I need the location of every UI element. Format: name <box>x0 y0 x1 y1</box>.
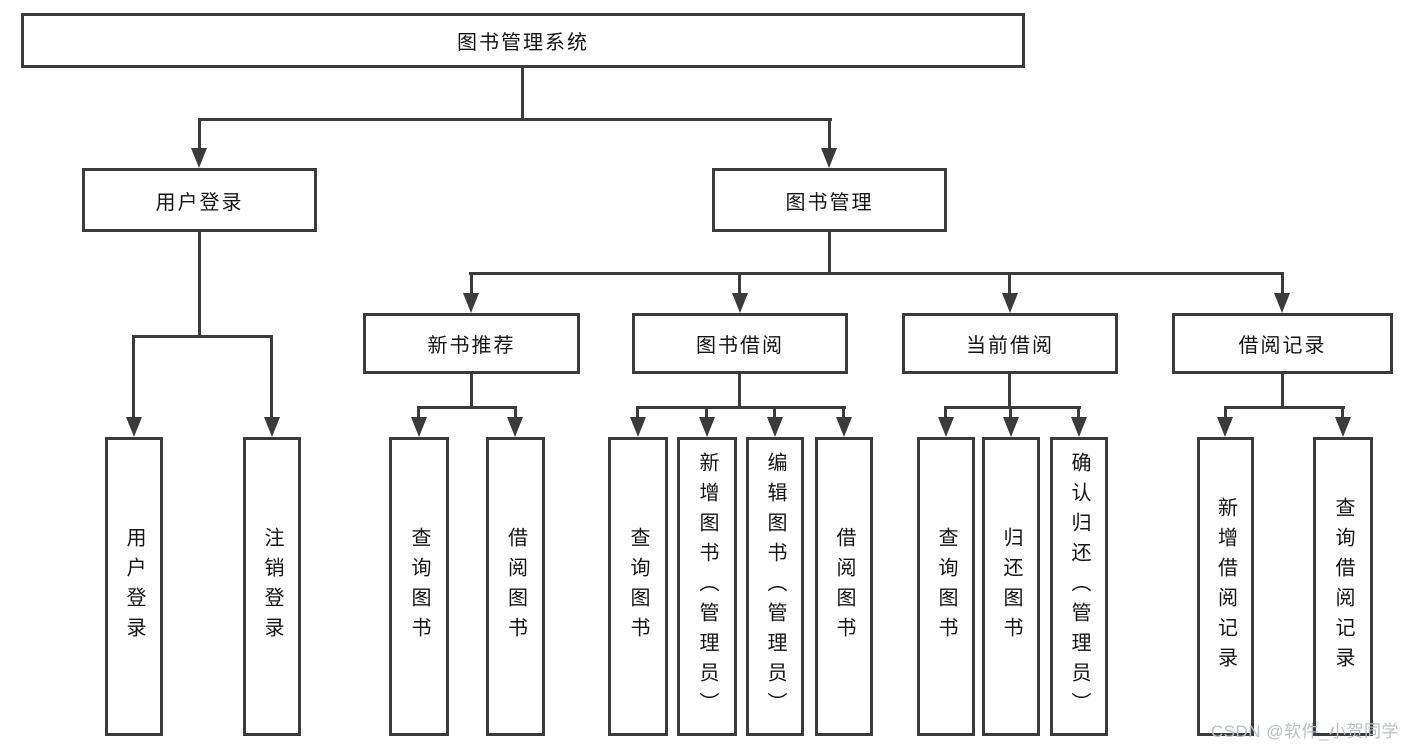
leaf-label: 查询借阅记录 <box>1332 496 1354 677</box>
node-label: 新书推荐 <box>427 335 516 357</box>
connector-line <box>1224 406 1345 409</box>
arrow-down-icon <box>732 293 748 313</box>
arrow-down-icon <box>836 417 852 437</box>
connector-line <box>470 374 473 409</box>
arrow-down-icon <box>507 417 523 437</box>
leaf-label: 用户登录 <box>123 526 145 647</box>
node-user-login: 用户登录 <box>82 168 317 232</box>
leaf-borrow-books-recommend: 借阅图书 <box>486 437 545 736</box>
node-borrow-records: 借阅记录 <box>1172 313 1393 374</box>
connector-line <box>1224 406 1227 419</box>
arrow-down-icon <box>699 417 715 437</box>
leaf-edit-books-admin: 编辑图书（管理员） <box>746 437 804 736</box>
connector-line <box>705 406 708 419</box>
arrow-down-icon <box>1217 417 1233 437</box>
node-label: 图书管理 <box>785 191 874 214</box>
connector-line <box>198 121 201 150</box>
connector-line <box>469 272 1284 275</box>
arrow-down-icon <box>1335 417 1351 437</box>
connector-line <box>417 406 420 419</box>
connector-line <box>1008 275 1011 295</box>
leaf-label: 查询图书 <box>627 526 649 647</box>
arrow-down-icon <box>821 148 837 168</box>
arrow-down-icon <box>938 417 954 437</box>
connector-line <box>1009 406 1012 419</box>
node-label: 当前借阅 <box>966 335 1054 357</box>
leaf-borrow-books: 借阅图书 <box>815 437 873 736</box>
node-root-library-system: 图书管理系统 <box>21 13 1025 68</box>
leaf-confirm-return-admin: 确认归还（管理员） <box>1050 437 1108 736</box>
connector-line <box>1077 406 1080 419</box>
connector-line <box>198 232 201 338</box>
leaf-add-borrow-record: 新增借阅记录 <box>1197 437 1254 736</box>
arrow-down-icon <box>1274 293 1290 313</box>
arrow-down-icon <box>126 417 142 437</box>
connector-line <box>1281 374 1284 409</box>
leaf-user-login: 用户登录 <box>105 437 163 736</box>
arrow-down-icon <box>1002 293 1018 313</box>
node-book-borrowing: 图书借阅 <box>632 313 848 374</box>
leaf-return-books: 归还图书 <box>982 437 1040 736</box>
arrow-down-icon <box>1003 417 1019 437</box>
node-label: 图书借阅 <box>696 335 784 357</box>
arrow-down-icon <box>264 417 280 437</box>
leaf-query-books-borrowing: 查询图书 <box>608 437 668 736</box>
node-label: 图书管理系统 <box>457 32 589 54</box>
leaf-label: 注销登录 <box>261 526 283 647</box>
leaf-query-books-current: 查询图书 <box>917 437 975 736</box>
leaf-label: 新增图书（管理员） <box>696 451 718 722</box>
connector-line <box>470 275 473 295</box>
connector-line <box>514 406 517 419</box>
connector-line <box>738 374 741 409</box>
leaf-logout: 注销登录 <box>243 437 301 736</box>
connector-line <box>828 121 831 150</box>
arrow-down-icon <box>411 417 427 437</box>
leaf-label: 查询图书 <box>408 526 430 647</box>
node-current-borrowing: 当前借阅 <box>902 313 1118 374</box>
leaf-label: 借阅图书 <box>504 526 527 647</box>
arrow-down-icon <box>767 417 783 437</box>
connector-line <box>636 406 639 419</box>
connector-line <box>198 118 832 121</box>
node-book-management: 图书管理 <box>712 168 947 232</box>
connector-line <box>1341 406 1344 419</box>
node-label: 用户登录 <box>155 191 244 214</box>
connector-line <box>132 335 273 338</box>
leaf-label: 归还图书 <box>1000 526 1022 647</box>
connector-line <box>944 406 1081 409</box>
connector-line <box>270 338 273 419</box>
connector-line <box>132 338 135 419</box>
arrow-down-icon <box>1071 417 1087 437</box>
connector-line <box>944 406 947 419</box>
node-label: 借阅记录 <box>1238 335 1327 357</box>
connector-line <box>1008 374 1011 409</box>
arrow-down-icon <box>191 148 207 168</box>
connector-line <box>738 275 741 295</box>
leaf-label: 新增借阅记录 <box>1214 496 1237 677</box>
connector-line <box>1281 275 1284 295</box>
leaf-label: 确认归还（管理员） <box>1068 451 1090 722</box>
leaf-label: 编辑图书（管理员） <box>764 451 786 722</box>
connector-line <box>842 406 845 419</box>
csdn-watermark: CSDN @软件_小贺同学 <box>1210 722 1399 741</box>
connector-line <box>828 232 831 275</box>
connector-line <box>417 406 517 409</box>
leaf-label: 查询图书 <box>935 526 957 647</box>
arrow-down-icon <box>463 293 479 313</box>
leaf-query-borrow-record: 查询借阅记录 <box>1313 437 1373 736</box>
leaf-add-books-admin: 新增图书（管理员） <box>677 437 737 736</box>
connector-line <box>521 68 524 118</box>
leaf-label: 借阅图书 <box>833 526 855 647</box>
connector-line <box>636 406 846 409</box>
arrow-down-icon <box>630 417 646 437</box>
connector-line <box>773 406 776 419</box>
leaf-query-books-recommend: 查询图书 <box>389 437 449 736</box>
node-new-book-recommend: 新书推荐 <box>363 313 580 374</box>
